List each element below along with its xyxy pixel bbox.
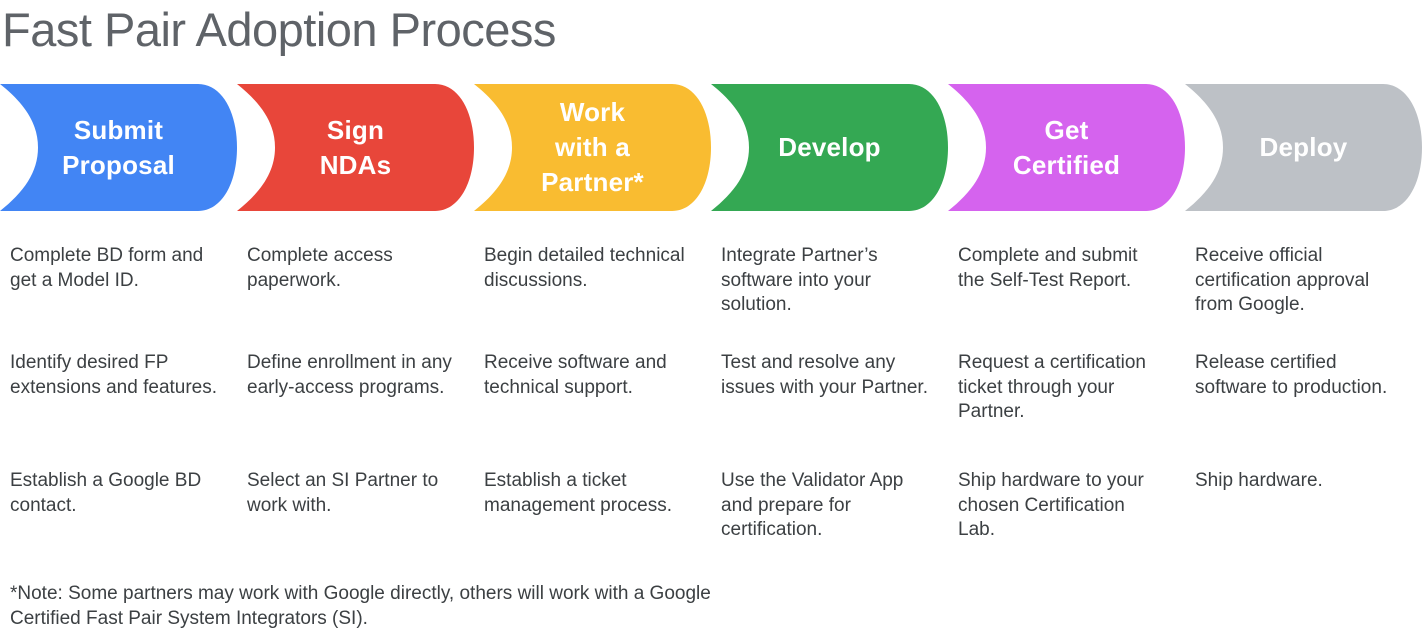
- ribbon-segment-shape: [237, 84, 474, 212]
- step-shape-work-with-partner: Work with a Partner*: [474, 84, 711, 212]
- process-steps-row: Submit Proposal Sign NDAs Work with a Pa…: [0, 84, 1423, 212]
- step-label: Deploy: [1259, 132, 1348, 163]
- step-description: Release certified software to production…: [1195, 352, 1388, 398]
- footnote: *Note: Some partners may work with Googl…: [10, 583, 711, 629]
- step-shape-deploy: Deploy: [1185, 84, 1422, 212]
- step-description: Establish a ticket management process.: [484, 470, 672, 516]
- step-description: Ship hardware.: [1195, 470, 1323, 492]
- step-description: Select an SI Partner to work with.: [247, 470, 439, 516]
- step-description: Define enrollment in any early-access pr…: [247, 352, 452, 398]
- step-shape-get-certified: Get Certified: [948, 84, 1185, 212]
- description-row-1: Complete BD form and get a Model ID. Com…: [0, 244, 1423, 351]
- ribbon-segment-shape: [0, 84, 237, 212]
- step-shape-develop: Develop: [711, 84, 948, 212]
- step-description: Complete and submit the Self-Test Report…: [958, 245, 1138, 291]
- step-description: Integrate Partner’s software into your s…: [721, 245, 878, 316]
- step-description: Use the Validator App and prepare for ce…: [721, 470, 904, 541]
- step-shape-submit-proposal: Submit Proposal: [0, 84, 237, 212]
- description-row-3: Establish a Google BD contact. Select an…: [0, 469, 1423, 582]
- page-title: Fast Pair Adoption Process: [2, 3, 556, 56]
- description-row-2: Identify desired FP extensions and featu…: [0, 351, 1423, 469]
- step-description: Test and resolve any issues with your Pa…: [721, 352, 928, 398]
- ribbon-segment-shape: [948, 84, 1185, 212]
- step-description: Establish a Google BD contact.: [10, 470, 202, 516]
- step-description: Receive official certification approval …: [1195, 245, 1370, 316]
- step-label: Get Certified: [1012, 114, 1121, 180]
- step-description: Begin detailed technical discussions.: [484, 245, 685, 291]
- step-description: Receive software and technical support.: [484, 352, 667, 398]
- ribbon-segment-shape: [474, 84, 711, 212]
- step-label: Sign NDAs: [319, 114, 392, 180]
- ribbon-segment-shape: [1185, 84, 1422, 212]
- ribbon-segment-shape: [711, 84, 948, 212]
- step-description: Complete access paperwork.: [247, 245, 393, 291]
- step-label: Submit Proposal: [62, 114, 175, 180]
- step-label: Work with a Partner*: [541, 97, 644, 198]
- step-description: Complete BD form and get a Model ID.: [10, 245, 204, 291]
- step-description: Identify desired FP extensions and featu…: [10, 352, 218, 398]
- step-label: Develop: [778, 132, 881, 163]
- step-description: Ship hardware to your chosen Certificati…: [958, 470, 1144, 541]
- step-description: Request a certification ticket through y…: [958, 352, 1146, 423]
- step-shape-sign-ndas: Sign NDAs: [237, 84, 474, 212]
